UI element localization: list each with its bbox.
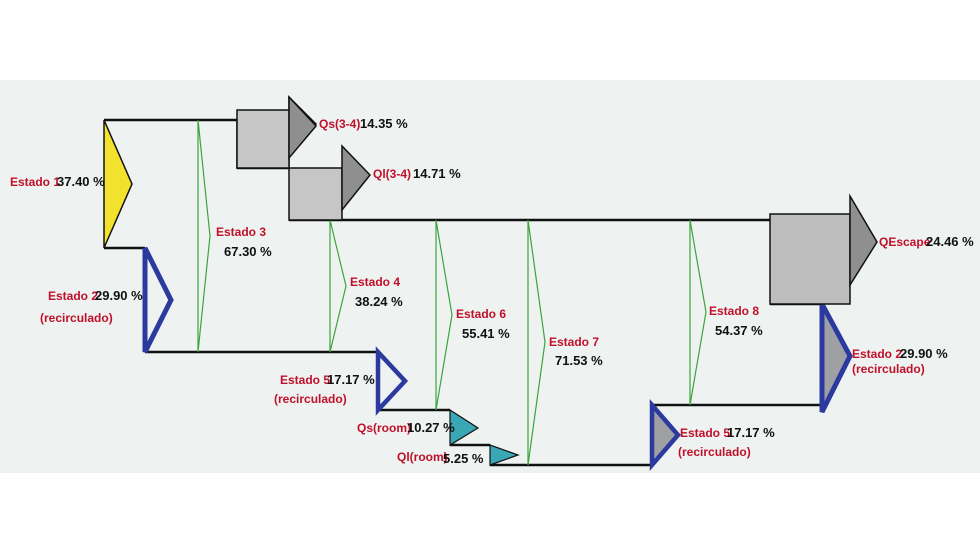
label-qs34: Qs(3-4) 14.35 % (319, 116, 408, 131)
estado5-mid-value: 17.17 % (327, 372, 375, 387)
estado2-recirculated-in-triangle (142, 246, 174, 354)
qsroom-arrow (449, 408, 480, 447)
estado5-recirculated-mid-triangle (375, 346, 409, 416)
estado7-name: Estado 7 (549, 335, 599, 349)
label-ql34: Ql(3-4) 14.71 % (373, 166, 461, 181)
estado5-out-note: (recirculado) (678, 445, 751, 459)
estado1-value: 37.40 % (57, 174, 105, 189)
estado2-out-value: 29.90 % (900, 346, 948, 361)
state-dividers (197, 119, 707, 466)
estado3-name: Estado 3 (216, 225, 266, 239)
estado2-in-note: (recirculado) (40, 311, 113, 325)
estado7-divider (527, 219, 546, 466)
label-estado2-out: Estado 2 29.90 % (recirculado) (852, 346, 948, 376)
qsroom-value: 10.27 % (407, 420, 455, 435)
estado5-out-name: Estado 5 (680, 426, 730, 440)
qlroom-name: Ql(room) (397, 450, 448, 464)
estado8-name: Estado 8 (709, 304, 759, 318)
estado1-input-triangle (103, 119, 133, 249)
label-estado4: Estado 4 38.24 % (350, 275, 403, 309)
label-qsroom: Qs(room) 10.27 % (357, 420, 455, 435)
qlroom-value: 5.25 % (443, 451, 484, 466)
estado5-recirculated-out-triangle (649, 398, 681, 472)
estado8-divider (689, 219, 707, 406)
ql34-name: Ql(3-4) (373, 167, 411, 181)
label-estado5-mid: Estado 5 17.17 % (recirculado) (274, 372, 375, 406)
label-estado8: Estado 8 54.37 % (709, 304, 763, 338)
label-estado1: Estado 1 37.40 % (10, 174, 105, 189)
estado2-out-note: (recirculado) (852, 362, 925, 376)
estado6-value: 55.41 % (462, 326, 510, 341)
estado2-recirculated-out-triangle (819, 302, 853, 414)
qs34-value: 14.35 % (360, 116, 408, 131)
estado8-value: 54.37 % (715, 323, 763, 338)
qescape-value: 24.46 % (926, 234, 974, 249)
qsroom-name: Qs(room) (357, 421, 411, 435)
estado2-in-name: Estado 2 (48, 289, 98, 303)
estado2-out-name: Estado 2 (852, 347, 902, 361)
label-qlroom: Ql(room) 5.25 % (397, 450, 484, 466)
estado3-value: 67.30 % (224, 244, 272, 259)
estado6-divider (435, 219, 453, 411)
estado5-mid-note: (recirculado) (274, 392, 347, 406)
estado2-in-value: 29.90 % (95, 288, 143, 303)
ql34-arrow (288, 144, 371, 221)
ql34-value: 14.71 % (413, 166, 461, 181)
label-estado3: Estado 3 67.30 % (216, 225, 272, 259)
estado5-out-value: 17.17 % (727, 425, 775, 440)
estado4-divider (329, 219, 347, 353)
qescape-name: QEscape (879, 235, 931, 249)
estado5-mid-name: Estado 5 (280, 373, 330, 387)
estado4-name: Estado 4 (350, 275, 400, 289)
flow-lines (104, 118, 822, 467)
estado4-value: 38.24 % (355, 294, 403, 309)
qescape-arrow (769, 193, 878, 305)
label-qescape: QEscape 24.46 % (879, 234, 974, 249)
estado6-name: Estado 6 (456, 307, 506, 321)
estado3-divider (197, 119, 211, 353)
label-estado2-in: Estado 2 29.90 % (recirculado) (40, 288, 143, 325)
qs34-name: Qs(3-4) (319, 117, 360, 131)
label-estado5-out: Estado 5 17.17 % (recirculado) (678, 425, 775, 459)
estado7-value: 71.53 % (555, 353, 603, 368)
label-estado6: Estado 6 55.41 % (456, 307, 510, 341)
estado1-name: Estado 1 (10, 175, 60, 189)
qlroom-arrow (489, 444, 520, 466)
label-estado7: Estado 7 71.53 % (549, 335, 603, 368)
qs34-arrow (236, 95, 318, 169)
